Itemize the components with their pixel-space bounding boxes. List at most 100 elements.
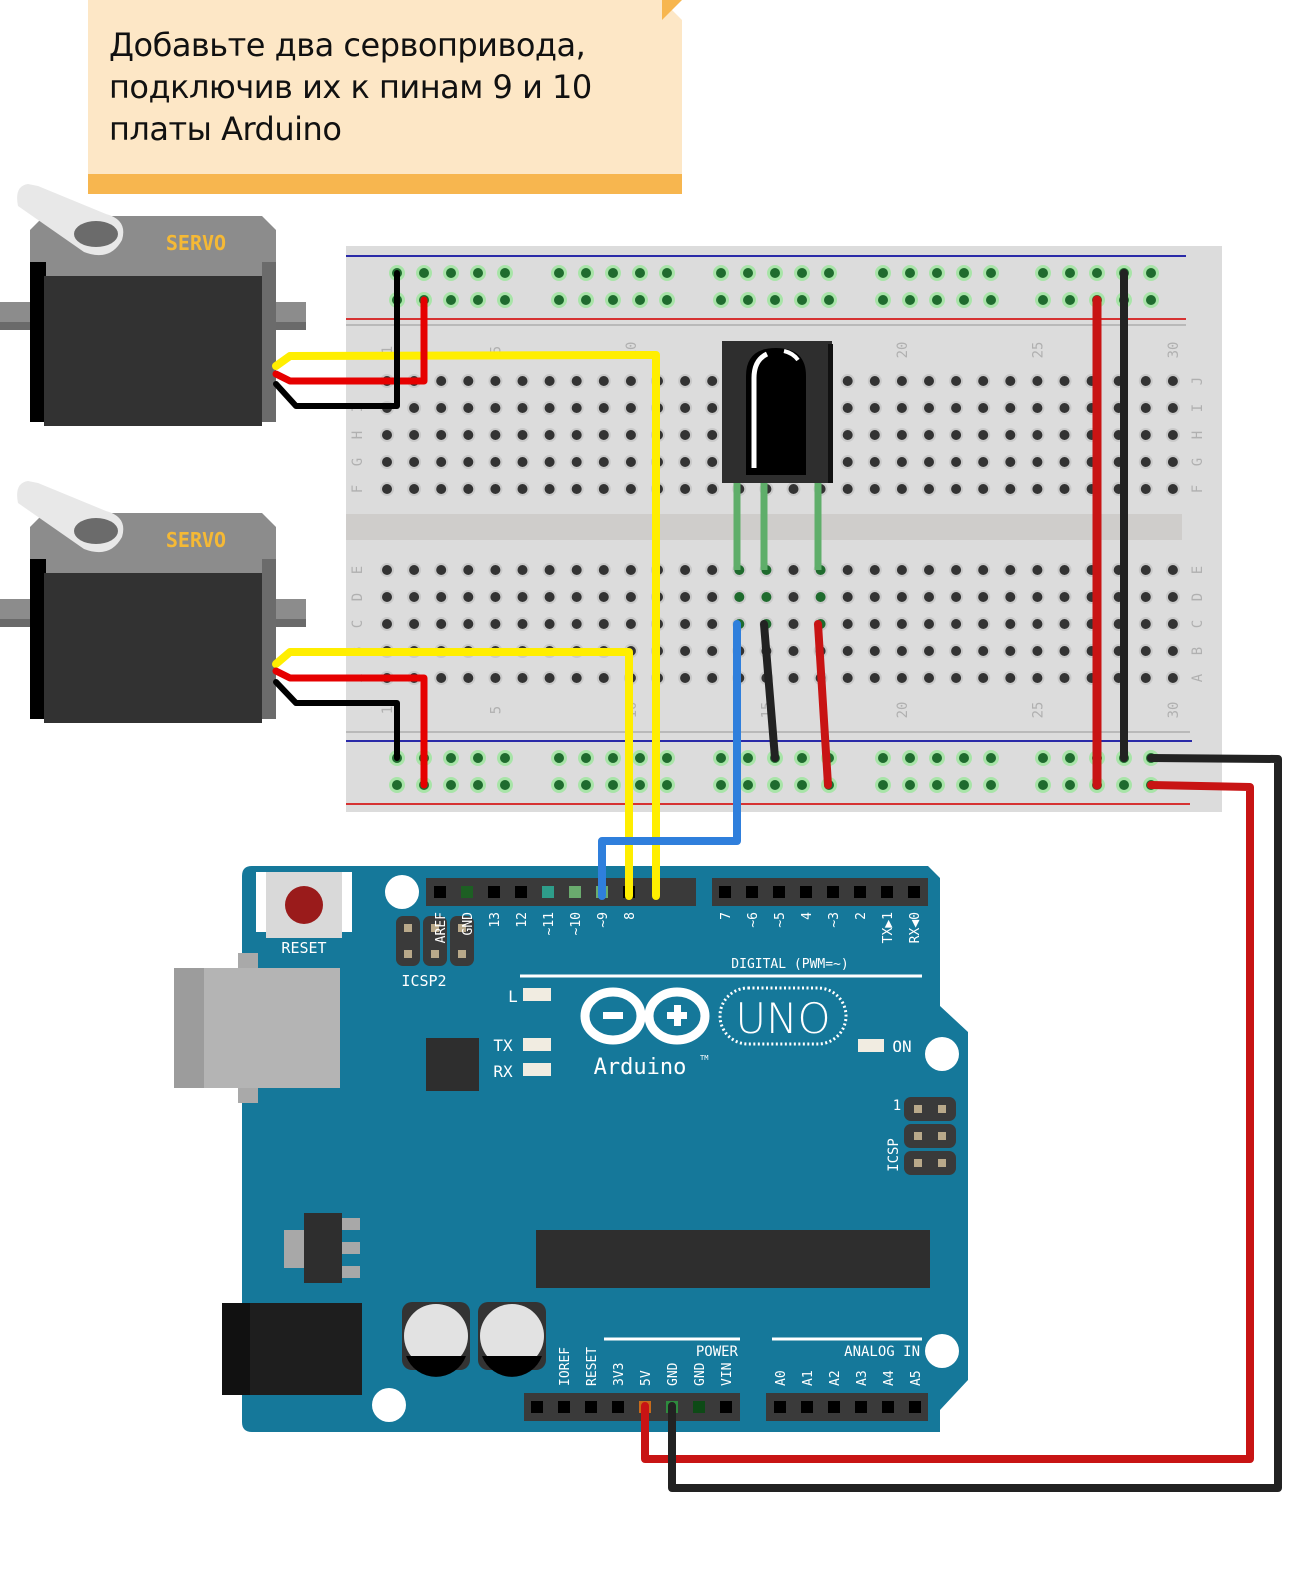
breadboard-hole[interactable] [788, 565, 799, 575]
breadboard-hole[interactable] [436, 619, 447, 629]
breadboard-hole[interactable] [924, 565, 934, 575]
rail-hole[interactable] [446, 268, 456, 278]
breadboard-hole[interactable] [1059, 619, 1070, 629]
wire-gnd-black[interactable] [668, 754, 1282, 1492]
breadboard-hole[interactable] [761, 592, 772, 602]
breadboard-hole[interactable] [1059, 457, 1070, 467]
breadboard-hole[interactable] [598, 457, 609, 467]
breadboard-hole[interactable] [625, 403, 636, 413]
breadboard-hole[interactable] [896, 457, 907, 467]
rail-hole[interactable] [959, 268, 969, 278]
breadboard-hole[interactable] [625, 484, 636, 494]
breadboard-hole[interactable] [951, 673, 962, 683]
rail-hole[interactable] [473, 295, 483, 305]
breadboard-hole[interactable] [978, 592, 989, 602]
breadboard-hole[interactable] [924, 619, 934, 629]
breadboard-hole[interactable] [707, 565, 718, 575]
breadboard-hole[interactable] [598, 673, 609, 683]
breadboard-hole[interactable] [382, 592, 392, 602]
rail-hole[interactable] [716, 295, 726, 305]
rail-hole[interactable] [635, 753, 645, 763]
breadboard-hole[interactable] [490, 430, 501, 440]
breadboard-hole[interactable] [571, 619, 582, 629]
breadboard-hole[interactable] [1059, 376, 1070, 386]
wire-servo1-power-red[interactable] [272, 296, 428, 385]
breadboard-hole[interactable] [436, 376, 447, 386]
breadboard-hole[interactable] [1005, 376, 1016, 386]
breadboard-hole[interactable] [625, 592, 636, 602]
breadboard-hole[interactable] [978, 565, 989, 575]
rail-hole[interactable] [797, 295, 807, 305]
breadboard-hole[interactable] [896, 376, 907, 386]
breadboard-hole[interactable] [598, 403, 609, 413]
breadboard-hole[interactable] [842, 484, 853, 494]
rail-hole[interactable] [770, 268, 780, 278]
breadboard-hole[interactable] [625, 619, 636, 629]
breadboard-hole[interactable] [571, 430, 582, 440]
breadboard-hole[interactable] [571, 457, 582, 467]
breadboard-hole[interactable] [409, 619, 420, 629]
rail-hole[interactable] [797, 780, 807, 790]
breadboard-hole[interactable] [1032, 403, 1043, 413]
rail-hole[interactable] [905, 295, 915, 305]
breadboard-hole[interactable] [1140, 619, 1151, 629]
breadboard-hole[interactable] [544, 376, 555, 386]
breadboard-hole[interactable] [869, 619, 880, 629]
analog-pin-socket[interactable] [909, 1401, 921, 1413]
rail-hole[interactable] [824, 268, 834, 278]
digital-pin-socket[interactable] [461, 886, 473, 898]
breadboard-hole[interactable] [924, 376, 934, 386]
breadboard-hole[interactable] [490, 457, 501, 467]
breadboard-hole[interactable] [382, 484, 392, 494]
rail-hole[interactable] [473, 780, 483, 790]
breadboard-hole[interactable] [1059, 673, 1070, 683]
breadboard-hole[interactable] [707, 619, 718, 629]
breadboard-hole[interactable] [978, 484, 989, 494]
breadboard-hole[interactable] [896, 673, 907, 683]
breadboard-hole[interactable] [1059, 430, 1070, 440]
breadboard-hole[interactable] [924, 484, 934, 494]
rail-hole[interactable] [1146, 295, 1156, 305]
breadboard-hole[interactable] [869, 457, 880, 467]
rail-hole[interactable] [986, 780, 996, 790]
breadboard-hole[interactable] [490, 484, 501, 494]
rail-hole[interactable] [797, 753, 807, 763]
analog-pin-socket[interactable] [774, 1401, 786, 1413]
rail-hole[interactable] [473, 268, 483, 278]
breadboard-hole[interactable] [544, 430, 555, 440]
breadboard-hole[interactable] [625, 376, 636, 386]
breadboard-hole[interactable] [598, 376, 609, 386]
breadboard-hole[interactable] [978, 673, 989, 683]
breadboard-hole[interactable] [382, 430, 392, 440]
breadboard-hole[interactable] [463, 376, 474, 386]
breadboard-hole[interactable] [571, 484, 582, 494]
rail-hole[interactable] [770, 295, 780, 305]
breadboard-hole[interactable] [1140, 430, 1151, 440]
rail-hole[interactable] [932, 268, 942, 278]
breadboard-hole[interactable] [869, 430, 880, 440]
analog-pin-socket[interactable] [828, 1401, 840, 1413]
breadboard-hole[interactable] [436, 673, 447, 683]
power-pin-socket[interactable] [612, 1401, 624, 1413]
rail-hole[interactable] [905, 780, 915, 790]
breadboard-hole[interactable] [842, 673, 853, 683]
breadboard-hole[interactable] [842, 592, 853, 602]
breadboard-hole[interactable] [1167, 403, 1178, 413]
rail-hole[interactable] [554, 268, 564, 278]
rail-hole[interactable] [986, 268, 996, 278]
rail-hole[interactable] [986, 753, 996, 763]
breadboard-hole[interactable] [463, 673, 474, 683]
rail-hole[interactable] [608, 268, 618, 278]
breadboard-hole[interactable] [544, 619, 555, 629]
breadboard-hole[interactable] [436, 457, 447, 467]
breadboard-hole[interactable] [409, 430, 420, 440]
breadboard-hole[interactable] [490, 565, 501, 575]
breadboard-hole[interactable] [1032, 376, 1043, 386]
wire-servo2-ground-black[interactable] [273, 679, 400, 761]
breadboard-hole[interactable] [951, 592, 962, 602]
breadboard-hole[interactable] [924, 457, 934, 467]
breadboard-hole[interactable] [1032, 430, 1043, 440]
breadboard-hole[interactable] [1032, 592, 1043, 602]
breadboard-hole[interactable] [436, 484, 447, 494]
rail-hole[interactable] [1092, 268, 1102, 278]
